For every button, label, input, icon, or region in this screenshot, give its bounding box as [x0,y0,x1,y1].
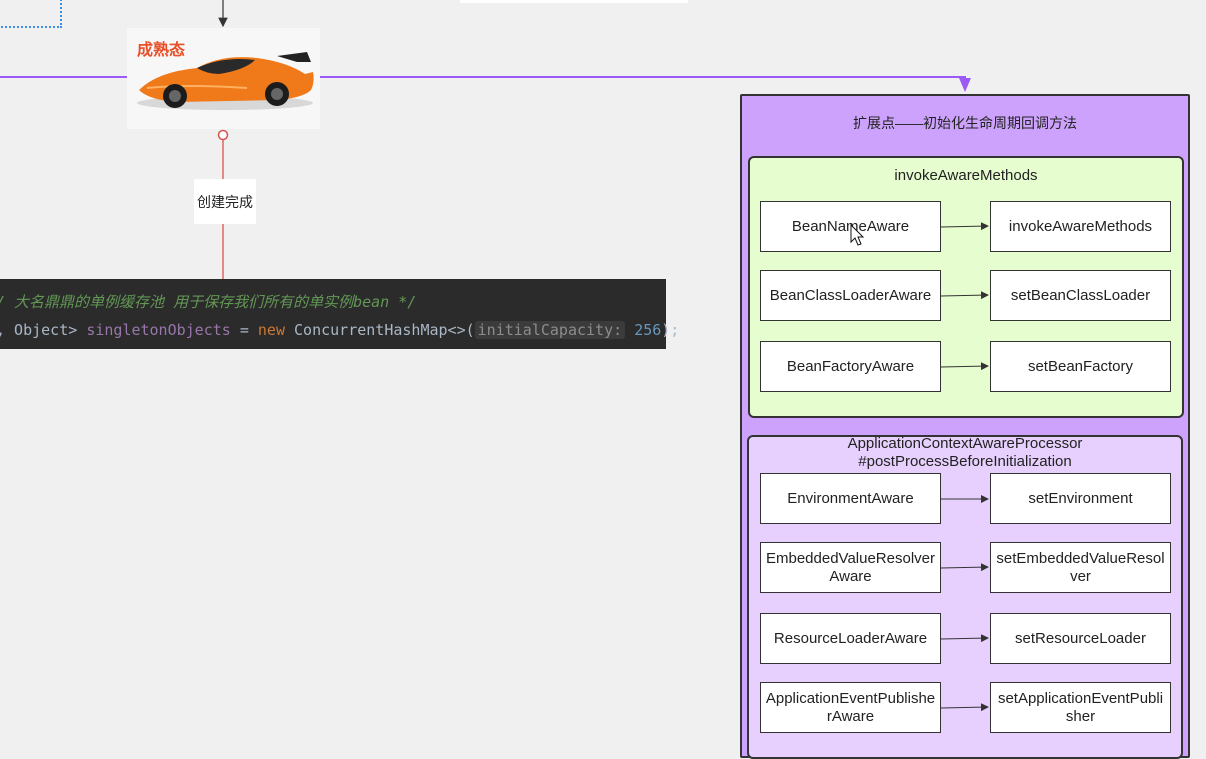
code-assign: = [230,321,258,339]
code-type: , Object> [0,321,87,339]
node-set-environment[interactable]: setEnvironment [990,473,1171,524]
node-bean-class-loader-aware[interactable]: BeanClassLoaderAware [760,270,941,321]
code-param-hint: initialCapacity: [474,321,626,339]
arrow-row5 [940,563,989,572]
code-number: 256 [634,321,662,339]
group2-title-line1: ApplicationContextAwareProcessor [847,435,1083,452]
purple-arrowhead [959,78,971,92]
arrow-row3 [940,362,989,371]
node-embedded-value-resolver-aware[interactable]: EmbeddedValueResolverAware [760,542,941,593]
node-resource-loader-aware[interactable]: ResourceLoaderAware [760,613,941,664]
code-end: ); [661,321,680,339]
node-bean-factory-aware[interactable]: BeanFactoryAware [760,341,941,392]
extension-title: 扩展点——初始化生命周期回调方法 [853,115,1077,131]
sports-car-image [137,52,314,110]
node-application-event-publisher-aware[interactable]: ApplicationEventPublisherAware [760,682,941,733]
top-label-strip [460,0,688,3]
code-keyword: new [257,321,285,339]
state-label: 成熟态 [137,42,186,59]
arrow-row2 [940,291,989,300]
red-edge-start [217,129,229,141]
edge-label: 创建完成 [194,179,256,224]
node-set-bean-class-loader[interactable]: setBeanClassLoader [990,270,1171,321]
dotted-container-corner [0,0,62,28]
group2-title: ApplicationContextAwareProcessor #postPr… [747,435,1183,471]
node-set-bean-factory[interactable]: setBeanFactory [990,341,1171,392]
group2-title-line2: #postProcessBeforeInitialization [858,453,1072,470]
node-set-application-event-publisher[interactable]: setApplicationEventPublisher [990,682,1171,733]
node-set-embedded-value-resolver[interactable]: setEmbeddedValueResolver [990,542,1171,593]
car-card [127,28,320,129]
code-line: , Object> singletonObjects = new Concurr… [0,321,679,339]
code-comment: / 大名鼎鼎的单例缓存池 用于保存我们所有的单实例bean */ [0,293,417,311]
arrow-row7 [940,703,989,712]
code-snippet: / 大名鼎鼎的单例缓存池 用于保存我们所有的单实例bean */ , Objec… [0,279,679,349]
mouse-cursor-icon [850,223,865,246]
code-constructor: ConcurrentHashMap<>( [285,321,475,339]
node-arrows [850,222,989,712]
group1-title: invokeAwareMethods [894,167,1038,184]
node-set-resource-loader[interactable]: setResourceLoader [990,613,1171,664]
arrow-row1 [940,222,989,231]
node-environment-aware[interactable]: EnvironmentAware [760,473,941,524]
code-variable: singletonObjects [86,321,231,339]
node-invoke-aware-methods[interactable]: invokeAwareMethods [990,201,1171,252]
arrow-row6 [940,634,989,643]
